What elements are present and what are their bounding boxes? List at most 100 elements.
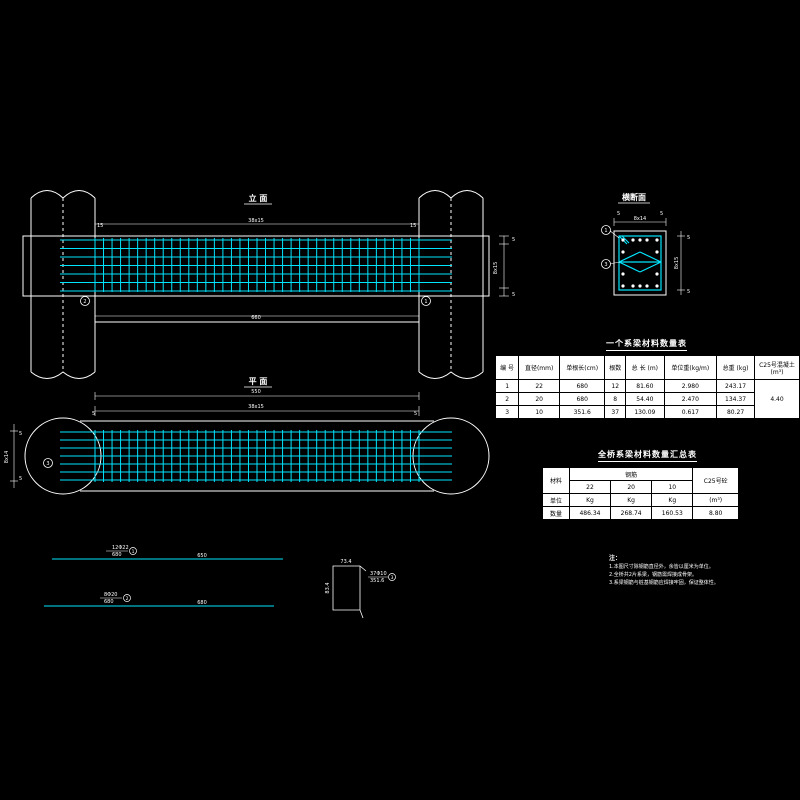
mt-h-4: 总 长 (m) — [625, 355, 665, 380]
bar-1-len-b: 650 — [197, 553, 207, 559]
table-cell: Kg — [568, 493, 612, 507]
elevation-dim-bottom: 660 — [251, 315, 261, 321]
table-cell: 8.80 — [692, 506, 739, 520]
table-cell: 486.34 — [568, 506, 612, 520]
table-row: 1 22 680 12 81.60 2.980 243.17 4.40 — [494, 379, 800, 419]
svg-text:3: 3 — [391, 575, 394, 581]
plan-dimensions — [10, 392, 420, 488]
stirrup-hook — [359, 565, 367, 619]
section-rebar-dot — [645, 284, 649, 288]
section-rebar-dot — [638, 238, 642, 242]
table-row: 材料 钢筋 C25号砼 — [542, 467, 739, 494]
table-cell: 268.74 — [610, 506, 653, 520]
summary-unit-label: 单位 — [542, 493, 570, 507]
summary-dia-10: 10 — [651, 480, 694, 494]
bar-1-len-a: 680 — [112, 552, 122, 558]
plan-title: 平 面 — [249, 377, 268, 386]
table-cell: 2.980 — [663, 379, 718, 393]
plan-dim-top: 550 — [251, 389, 261, 395]
section-tie-5 — [639, 261, 662, 273]
table-cell: 1 — [494, 379, 520, 393]
notes: 注： 1.本图尺寸除钢筋直径外，余皆以厘米为单位。 2.全桥共2片系梁，钢筋需焊… — [609, 555, 729, 587]
section-longitudinal-bars — [621, 238, 659, 288]
table-cell: 0.617 — [663, 405, 718, 419]
summary-dia-22: 22 — [568, 480, 612, 494]
section-dim-top-b: 5 — [660, 211, 663, 217]
mt-h-7: C25号混凝土(m³) — [754, 355, 800, 380]
section-title: 横断面 — [622, 192, 646, 202]
bar-2-marker — [123, 594, 131, 602]
bar-2-label: 8Φ20 — [104, 592, 117, 598]
elevation-rebar-cage — [60, 238, 452, 292]
table-cell: 81.60 — [625, 379, 665, 393]
section-dimensions — [613, 218, 685, 295]
section-rebar-dot — [655, 250, 659, 254]
stirrup-height: 83.4 — [325, 582, 331, 593]
stirrup-label-a: 37Φ10 — [370, 571, 387, 577]
table-cell: 680 — [559, 379, 606, 393]
bar-1-label: 12Φ22 — [112, 545, 129, 551]
section-marker-3: 3 — [601, 259, 621, 269]
section-rebar-dot — [655, 238, 659, 242]
section-dim-right-mid: 8x15 — [674, 257, 680, 270]
table-row: 2 20 680 8 54.40 2.470 134.37 — [494, 392, 800, 406]
section-rebar-dot — [621, 272, 625, 276]
summary-dia-20: 20 — [610, 480, 653, 494]
plan-dim-left-top: 5 — [19, 431, 22, 437]
table-cell: 160.53 — [651, 506, 694, 520]
elevation-dimensions — [94, 218, 509, 317]
elevation-title: 立 面 — [249, 193, 268, 203]
summary-table: 材料 钢筋 C25号砼 22 20 10 单位 Kg Kg Kg (m³) 数量… — [542, 467, 739, 520]
material-table-title: 一个系梁材料数量表 — [606, 338, 687, 351]
section-rebar-dot — [621, 250, 625, 254]
elevation-marker-1: 1 — [421, 296, 431, 306]
stirrup-marker — [388, 573, 396, 581]
material-table: 编 号 直径(mm) 单根长(cm) 根数 总 长 (m) 单位重(kg/m) … — [494, 355, 800, 419]
mt-h-3: 根数 — [604, 355, 627, 380]
mt-h-0: 编 号 — [494, 355, 520, 380]
summary-material-label: 材料 — [542, 467, 570, 494]
svg-text:3: 3 — [46, 461, 49, 467]
table-cell: Kg — [651, 493, 694, 507]
svg-text:2: 2 — [126, 596, 129, 602]
mt-h-2: 单根长(cm) — [559, 355, 606, 380]
bar-1-marker — [129, 547, 137, 555]
section-dim-right-top: 5 — [687, 235, 690, 241]
note-line: 2.全桥共2片系梁，钢筋需焊接成骨架。 — [609, 572, 697, 578]
table-cell: 10 — [518, 405, 561, 419]
svg-text:1: 1 — [604, 228, 607, 234]
elevation-marker-2: 2 — [80, 296, 90, 306]
summary-concrete-label: C25号砼 — [692, 467, 739, 494]
mt-h-1: 直径(mm) — [518, 355, 561, 380]
section-dim-top-a: 5 — [617, 211, 620, 217]
mt-h-6: 总重 (kg) — [716, 355, 755, 380]
table-cell: 80.27 — [716, 405, 755, 419]
table-row: 单位 Kg Kg Kg (m³) — [542, 493, 739, 507]
note-line: 1.本图尺寸除钢筋直径外，余皆以厘米为单位。 — [609, 564, 714, 570]
plan-marker-3: 3 — [43, 458, 53, 468]
table-cell: 243.17 — [716, 379, 755, 393]
table-cell: 2 — [494, 392, 520, 406]
table-cell: 37 — [604, 405, 627, 419]
section-tie-4 — [618, 261, 641, 273]
elevation-dim-right-mid: 8x15 — [493, 262, 499, 275]
svg-text:2: 2 — [83, 299, 86, 305]
stirrup-width: 73.4 — [340, 559, 351, 565]
table-cell: Kg — [610, 493, 653, 507]
elevation-dim-right-top: 5 — [512, 237, 515, 243]
summary-rebar-label: 钢筋 — [568, 467, 694, 481]
table-cell: 8 — [604, 392, 627, 406]
table-cell: 54.40 — [625, 392, 665, 406]
table-cell: 20 — [518, 392, 561, 406]
section-rebar-dot — [631, 284, 635, 288]
plan-dim-left-mid: 8x14 — [4, 451, 10, 464]
section-rebar-dot — [645, 238, 649, 242]
section-rebar-dot — [631, 238, 635, 242]
section-stirrup — [618, 235, 662, 291]
notes-title: 注： — [609, 555, 622, 562]
elevation-dim-right: 15 — [410, 223, 416, 229]
table-cell: 130.09 — [625, 405, 665, 419]
stirrup-shape — [332, 565, 361, 611]
table-cell: (m³) — [692, 493, 739, 507]
